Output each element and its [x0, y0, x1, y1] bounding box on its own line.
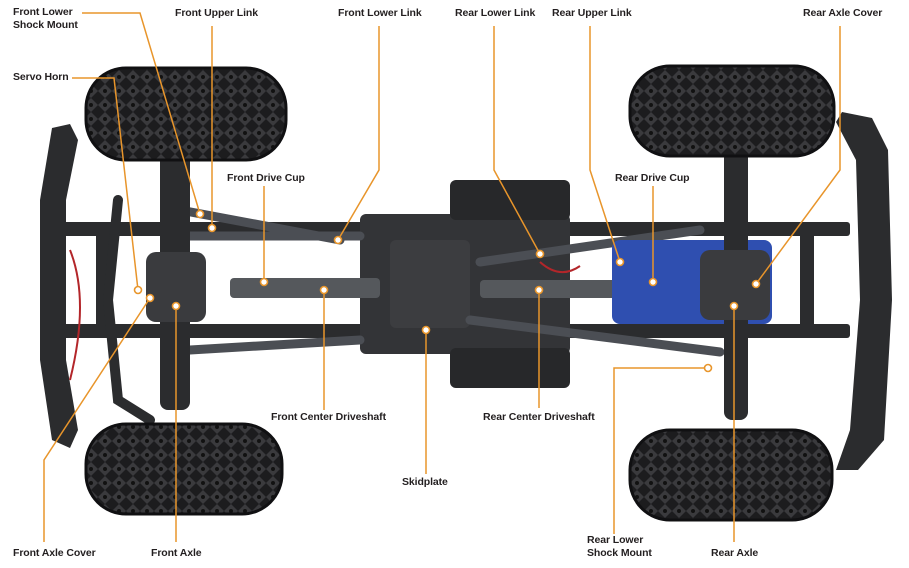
leader-rear-lower-shock-mount	[613, 367, 708, 534]
battery-tray-bottom	[450, 348, 570, 388]
front-axle-housing	[146, 252, 206, 322]
tire-rear-bottom	[628, 428, 834, 522]
tire-rear-top	[628, 64, 836, 158]
label-skidplate: Skidplate	[402, 476, 448, 488]
rear-bumper	[836, 112, 892, 470]
label-front-drive-cup: Front Drive Cup	[227, 172, 305, 184]
label-front-upper-link: Front Upper Link	[175, 7, 258, 19]
skidplate	[390, 240, 470, 328]
leader-rear-axle-cover	[755, 26, 841, 285]
leader-front-axle-cover	[43, 297, 151, 542]
label-rear-axle: Rear Axle	[711, 547, 759, 559]
label-rear-upper-link: Rear Upper Link	[552, 7, 632, 19]
label-rear-lower-link: Rear Lower Link	[455, 7, 536, 19]
leader-rear-upper-link	[589, 26, 621, 263]
rear-axle-housing	[700, 250, 770, 320]
label-rear-drive-cup: Rear Drive Cup	[615, 172, 690, 184]
label-rear-center-driveshaft: Rear Center Driveshaft	[483, 411, 595, 423]
leader-dots	[133, 209, 761, 373]
label-rear-lower-shock-mount: Rear Lower Shock Mount	[587, 534, 652, 559]
leader-servo-horn	[72, 77, 139, 291]
servo-arm	[102, 195, 155, 425]
leader-front-lower-link	[337, 26, 380, 241]
leader-front-lower-shock-mount	[82, 12, 201, 215]
label-front-axle-cover: Front Axle Cover	[13, 547, 96, 559]
label-rear-axle-cover: Rear Axle Cover	[803, 7, 883, 19]
rear-lower-link	[475, 225, 705, 267]
label-servo-horn: Servo Horn	[13, 71, 69, 83]
red-wire-center	[539, 261, 581, 273]
front-lower-link-2	[185, 335, 365, 355]
rear-upper-link	[465, 315, 725, 357]
front-bumper	[40, 124, 78, 448]
label-front-axle: Front Axle	[151, 547, 202, 559]
red-wire	[69, 249, 81, 381]
front-center-driveshaft	[230, 278, 380, 298]
label-front-center-driveshaft: Front Center Driveshaft	[271, 411, 386, 423]
tire-front-top	[84, 66, 288, 162]
label-front-lower-link: Front Lower Link	[338, 7, 422, 19]
leader-rear-lower-link	[493, 26, 541, 255]
leader-lines	[43, 12, 841, 542]
label-front-lower-shock-mount: Front Lower Shock Mount	[13, 6, 78, 31]
frame-cross-rear	[800, 222, 814, 338]
tire-front-bottom	[84, 422, 284, 516]
